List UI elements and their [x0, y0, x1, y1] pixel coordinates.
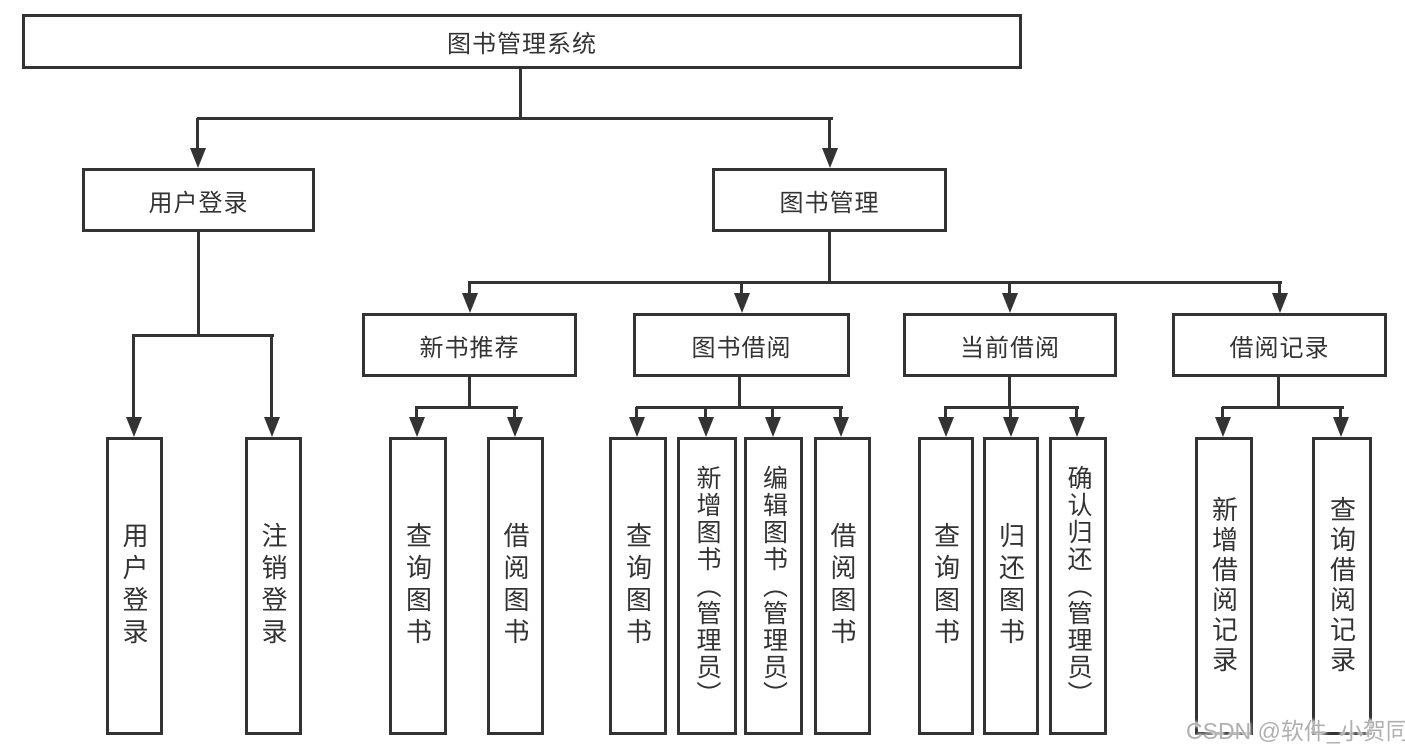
- arrow-down-icon: [462, 283, 478, 313]
- connector-line: [1277, 377, 1280, 407]
- leaf-user-login: 用户登录: [106, 437, 163, 735]
- arrow-down-icon: [629, 407, 645, 437]
- connector-line: [636, 406, 843, 409]
- connector-line: [132, 334, 274, 337]
- connector-line: [415, 406, 518, 409]
- leaf-confirm-return-admin: 确认归还（管理员）: [1049, 437, 1107, 735]
- leaf-borrow-books: 借阅图书: [487, 437, 544, 735]
- leaf-return-books: 归还图书: [983, 437, 1039, 735]
- connector-line: [519, 69, 522, 118]
- connector-line: [738, 377, 741, 407]
- csdn-watermark: CSDN @软件_小贺同学: [1186, 718, 1405, 744]
- arrow-down-icon: [1333, 407, 1349, 437]
- leaf-logout: 注销登录: [245, 437, 302, 735]
- arrow-down-icon: [1003, 407, 1019, 437]
- leaf-query-borrow-record: 查询借阅记录: [1312, 437, 1372, 735]
- leaf-borrow-books: 借阅图书: [814, 437, 871, 735]
- arrow-down-icon: [938, 407, 954, 437]
- connector-line: [197, 232, 200, 335]
- node-current-borrow: 当前借阅: [903, 313, 1117, 377]
- arrow-down-icon: [190, 118, 206, 168]
- connector-line: [468, 377, 471, 407]
- node-new-book-recommend: 新书推荐: [362, 313, 577, 377]
- connector-line: [1222, 406, 1344, 409]
- arrow-down-icon: [264, 335, 280, 437]
- node-user-login: 用户登录: [82, 168, 315, 232]
- leaf-query-books: 查询图书: [609, 437, 667, 735]
- node-borrow-records: 借阅记录: [1172, 313, 1387, 377]
- arrow-down-icon: [698, 407, 714, 437]
- node-book-management: 图书管理: [712, 168, 947, 232]
- connector-line: [1008, 377, 1011, 407]
- arrow-down-icon: [765, 407, 781, 437]
- arrow-down-icon: [833, 407, 849, 437]
- arrow-down-icon: [1215, 407, 1231, 437]
- node-book-borrow: 图书借阅: [633, 313, 850, 377]
- leaf-query-books: 查询图书: [389, 437, 447, 735]
- node-root: 图书管理系统: [22, 14, 1022, 69]
- connector-line: [828, 232, 831, 282]
- leaf-query-books: 查询图书: [918, 437, 974, 735]
- arrow-down-icon: [409, 407, 425, 437]
- leaf-add-borrow-record: 新增借阅记录: [1195, 437, 1253, 735]
- arrow-down-icon: [1002, 283, 1018, 313]
- connector-line: [468, 281, 1282, 284]
- arrow-down-icon: [1272, 283, 1288, 313]
- connector-line: [197, 117, 833, 120]
- leaf-add-books-admin: 新增图书（管理员）: [677, 437, 737, 735]
- arrow-down-icon: [734, 283, 750, 313]
- arrow-down-icon: [126, 335, 142, 437]
- leaf-edit-books-admin: 编辑图书（管理员）: [744, 437, 803, 735]
- arrow-down-icon: [1069, 407, 1085, 437]
- arrow-down-icon: [507, 407, 523, 437]
- arrow-down-icon: [822, 118, 838, 168]
